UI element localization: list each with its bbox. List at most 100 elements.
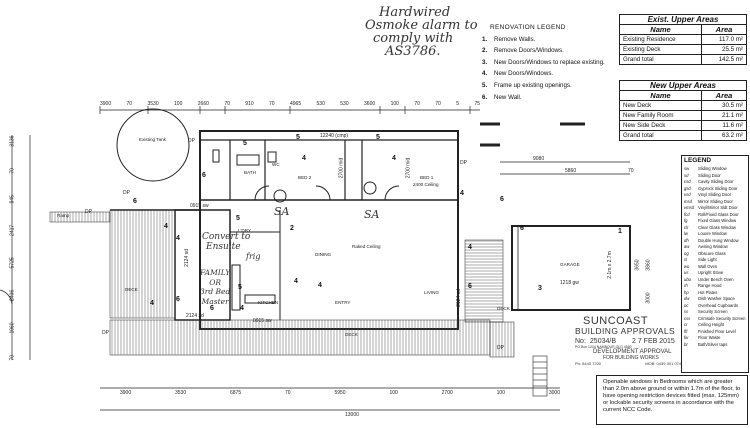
legend-desc: Fixed Glass Window [698,218,737,223]
stamp-subtitle: BUILDING APPROVALS [575,326,676,336]
legend-desc: Overhead Cupboards [698,302,739,308]
legend-title: LEGEND [684,157,712,164]
dim: 2124 sd [186,313,204,319]
renovation-legend: RENOVATION LEGEND 1.Remove Walls. 2.Remo… [482,22,612,103]
legend-item-text: Remove Walls. [494,35,536,43]
legend-abbrev: msd [684,198,692,204]
dim: 5950 [334,390,346,396]
legend-desc: Cavity Sliding Door [698,179,734,184]
legend-abbrev: og [684,250,689,256]
legend-abbrev: cr [684,322,688,327]
legend-desc: Roll/Fixed Glass Door [698,211,739,217]
table-caption: New Upper Areas [619,80,747,91]
legend-abbrev: sd [684,172,689,178]
cell-name: New Family Room [619,110,702,121]
dim: 945 [9,195,16,204]
downpipe-label: DP [497,345,504,351]
stamp-building-works: FOR BUILDING WORKS [603,355,659,361]
room-label-bath: BATH [244,170,256,175]
legend-row: clr Clear Glass Window [682,225,748,232]
handwritten-line: AS3786. [385,44,441,59]
dim: 3136 [9,135,16,147]
legend-desc: Clear Glass Window [698,224,736,230]
downpipe-label: DP [123,190,130,196]
room-label-entry: ENTRY [335,300,351,305]
deck-left [109,209,176,319]
legend-abbrev: clr [684,224,689,230]
cell-name: Existing Deck [619,44,702,55]
downpipe-label: DP [188,138,195,144]
legend-desc: Hot Plates [698,289,718,295]
hand-text: Convert to [202,232,251,242]
room-label-deck-right: DECK [497,306,510,311]
cell-name: Existing Residence [619,34,702,45]
cell-area: 25.5 m² [701,44,747,55]
dim: 3900 [100,101,112,107]
hand-text: Master [201,296,229,306]
column-header: Name [619,24,702,35]
dim: 100 [174,101,183,107]
legend-desc: Louvre Window [698,231,727,236]
reno-number: 4 [150,300,154,307]
legend-abbrev: ffl [684,328,688,334]
stamp-mob: MOB: 0439 301 074 [645,361,681,366]
reno-number: 4 [318,282,322,289]
dim: 70 [126,101,133,107]
deck-right [464,239,504,323]
room-label-bed2: BED 2 [298,175,312,180]
stamp-company: SUNCOAST [583,315,649,327]
handwritten-note: Hardwired Osmoke alarm to comply with AS… [365,6,478,58]
reno-number: 4 [302,155,306,162]
reno-number: 4 [164,223,168,230]
dim: 5860 [565,168,577,174]
dim: 3000 [645,292,652,304]
existing-tank [116,108,190,182]
dim: 70 [435,101,441,107]
legend-item-number: 2. [482,47,488,55]
legend-desc: Crimsafe Security Screen [698,315,746,321]
legend-desc: Upright Stove [698,270,724,275]
dim: 70 [285,390,291,396]
dim: 3530 [147,101,159,107]
legend-abbrev: dh [684,237,689,243]
dim: 100 [389,390,398,396]
legend-desc: Under Bench Oven [698,276,734,282]
cell-area: 63.2 m² [701,130,747,141]
reno-number: 4 [240,305,244,312]
legend-item-text: New Doors/Windows. [494,70,554,78]
room-label-garage: GARAGE [560,262,580,267]
room-label-living: LIVING [424,290,440,295]
downpipe-label: DP [85,209,92,215]
room-label-raked: Raked Ceiling [352,244,381,249]
reno-number: 4 [392,155,396,162]
legend-abbrev: gsd [684,185,691,191]
room-label-wc: WC [272,162,280,167]
column-header: Area [701,24,747,35]
legend-abbrev: aw [684,244,690,249]
cell-name: New Deck [619,100,702,111]
hand-text: OR [209,277,222,287]
legend-abbrev: wo [684,263,690,269]
legend-abbrev: sl [684,257,688,262]
deck-bottom [109,319,491,356]
dim: 70 [9,168,16,174]
